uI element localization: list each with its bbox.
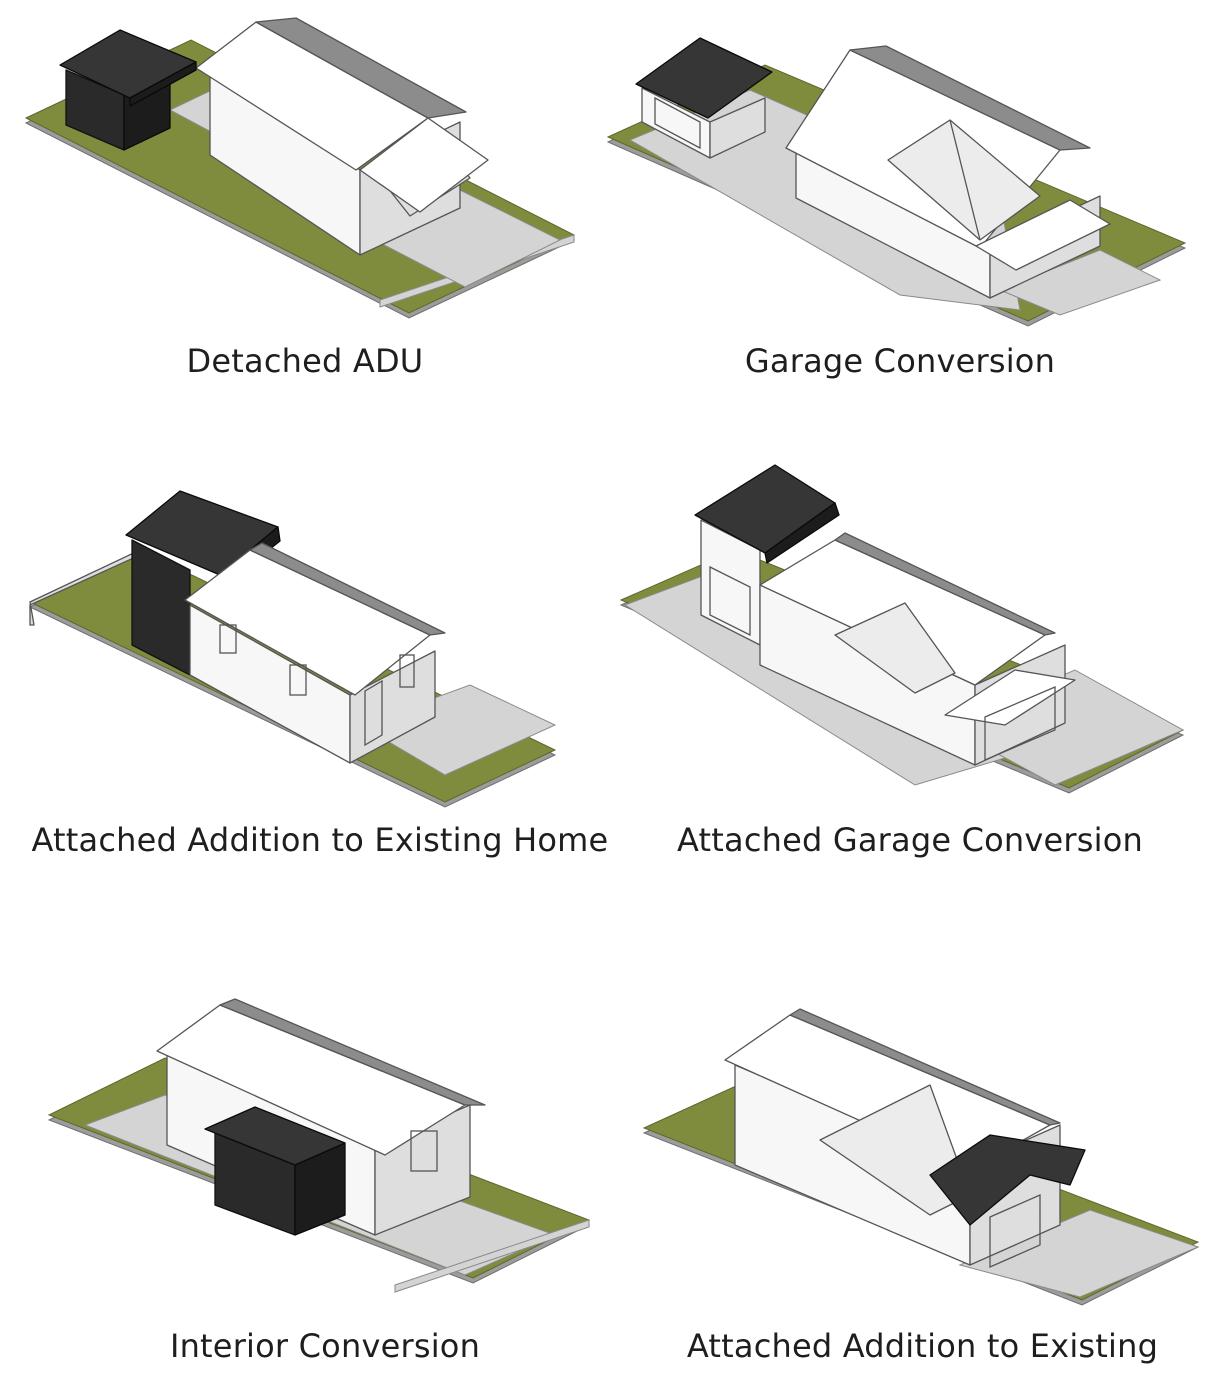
panel-attached-garage-conversion: Attached Garage Conversion	[615, 455, 1205, 865]
house-roof-right	[849, 45, 1091, 151]
panel-garage-conversion: Garage Conversion	[600, 10, 1200, 390]
panel-detached-adu: Detached ADU	[20, 10, 590, 390]
window	[399, 654, 415, 688]
house-roof-right	[255, 17, 467, 119]
attached-garage-conversion-illustration	[619, 464, 1185, 794]
diagram-caption: Detached ADU	[186, 342, 424, 380]
garage-door-front	[984, 686, 1056, 761]
diagram-caption: Attached Addition to Existing Home	[31, 821, 609, 859]
garage-door	[709, 565, 751, 637]
garage-roof-edge	[764, 502, 840, 564]
garage-door	[989, 1194, 1041, 1268]
front-walk	[998, 249, 1162, 316]
addition-roof	[929, 1134, 1086, 1226]
house-roof-right	[834, 532, 1056, 636]
garage-roof	[635, 37, 773, 119]
panel-attached-addition-to-existing-home: Attached Addition to Existing Home	[20, 455, 620, 865]
panel-attached-addition-to-existing: Attached Addition to Existing	[640, 985, 1205, 1385]
attached-addition-to-existing-illustration	[642, 1008, 1200, 1306]
diagram-caption: Interior Conversion	[169, 1327, 481, 1365]
converted-interior-top	[204, 1106, 346, 1166]
house-hip-roof	[834, 602, 956, 694]
detached-adu-illustration	[24, 17, 576, 319]
garage-door	[654, 96, 701, 150]
panel-interior-conversion: Interior Conversion	[45, 985, 605, 1385]
house-roof-right	[789, 1008, 1061, 1126]
house-porch-roof	[975, 199, 1111, 271]
garage-side	[709, 97, 766, 159]
house-porch-roof	[359, 117, 489, 213]
window	[289, 664, 307, 696]
garage-conversion-illustration	[606, 37, 1187, 327]
door	[364, 679, 383, 747]
interior-conversion-illustration	[47, 998, 591, 1293]
adu-roof-edge	[129, 61, 197, 107]
diagram-caption: Attached Addition to Existing	[686, 1327, 1159, 1365]
window	[410, 1130, 438, 1172]
house-roof-right	[249, 542, 446, 636]
house-roof-right	[219, 998, 486, 1106]
roof-hip-line	[949, 119, 981, 241]
house-hip-roof	[887, 119, 1041, 241]
diagram-caption: Garage Conversion	[744, 342, 1056, 380]
diagram-caption: Attached Garage Conversion	[676, 821, 1144, 859]
sidewalk	[394, 1219, 590, 1293]
attached-addition-illustration	[28, 490, 557, 808]
window	[219, 624, 237, 654]
